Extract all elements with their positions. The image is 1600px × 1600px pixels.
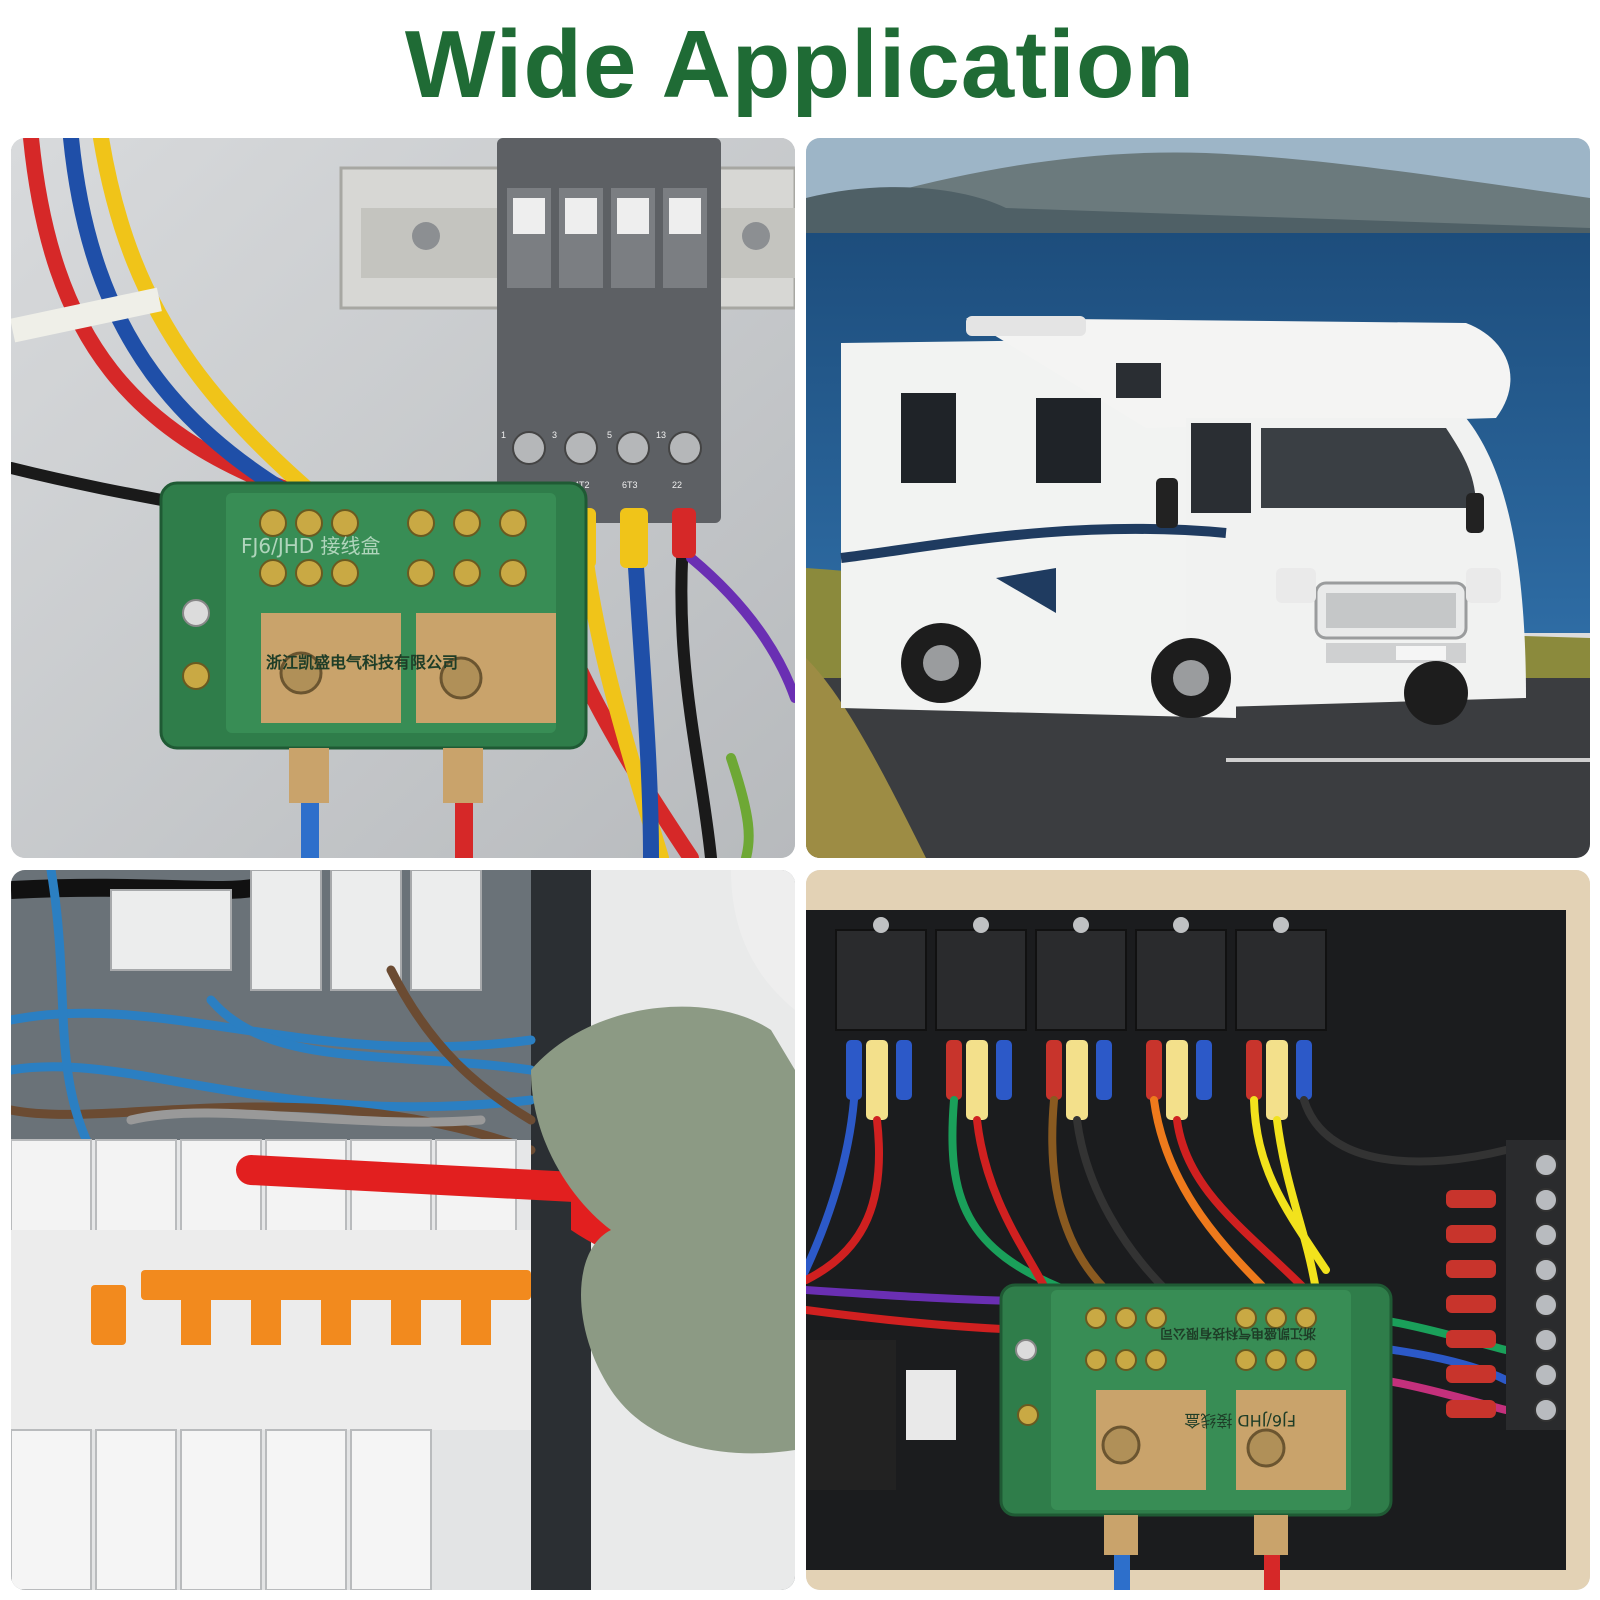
page-title: Wide Application [404, 11, 1196, 118]
svg-text:6T3: 6T3 [622, 480, 638, 490]
svg-text:1: 1 [501, 430, 506, 440]
relay-board-illustration: 浙江凯盛电气科技有限公司 FJ6/JHD 接线盒 [806, 870, 1590, 1590]
motorhome-illustration [806, 138, 1590, 858]
breaker-illustration [11, 870, 795, 1590]
photo-relay-board: 浙江凯盛电气科技有限公司 FJ6/JHD 接线盒 [806, 870, 1590, 1590]
cabinet-illustration: 1 3 5 13 2 T1 4T2 6T3 22 [11, 138, 795, 858]
svg-text:3: 3 [552, 430, 557, 440]
photo-cabinet-junction-box: 1 3 5 13 2 T1 4T2 6T3 22 [11, 138, 795, 858]
svg-text:13: 13 [656, 430, 666, 440]
junction-box-company-text: 浙江凯盛电气科技有限公司 [1160, 1325, 1316, 1341]
junction-box-model-text: FJ6/JHD 接线盒 [1184, 1411, 1296, 1430]
photo-breaker-panel [11, 870, 795, 1590]
junction-box-model-text: FJ6/JHD 接线盒 [241, 534, 381, 558]
photo-motorhome [806, 138, 1590, 858]
svg-text:5: 5 [607, 430, 612, 440]
junction-box-company-text: 浙江凯盛电气科技有限公司 [266, 653, 458, 672]
svg-text:4T2: 4T2 [574, 480, 590, 490]
svg-text:22: 22 [672, 480, 682, 490]
